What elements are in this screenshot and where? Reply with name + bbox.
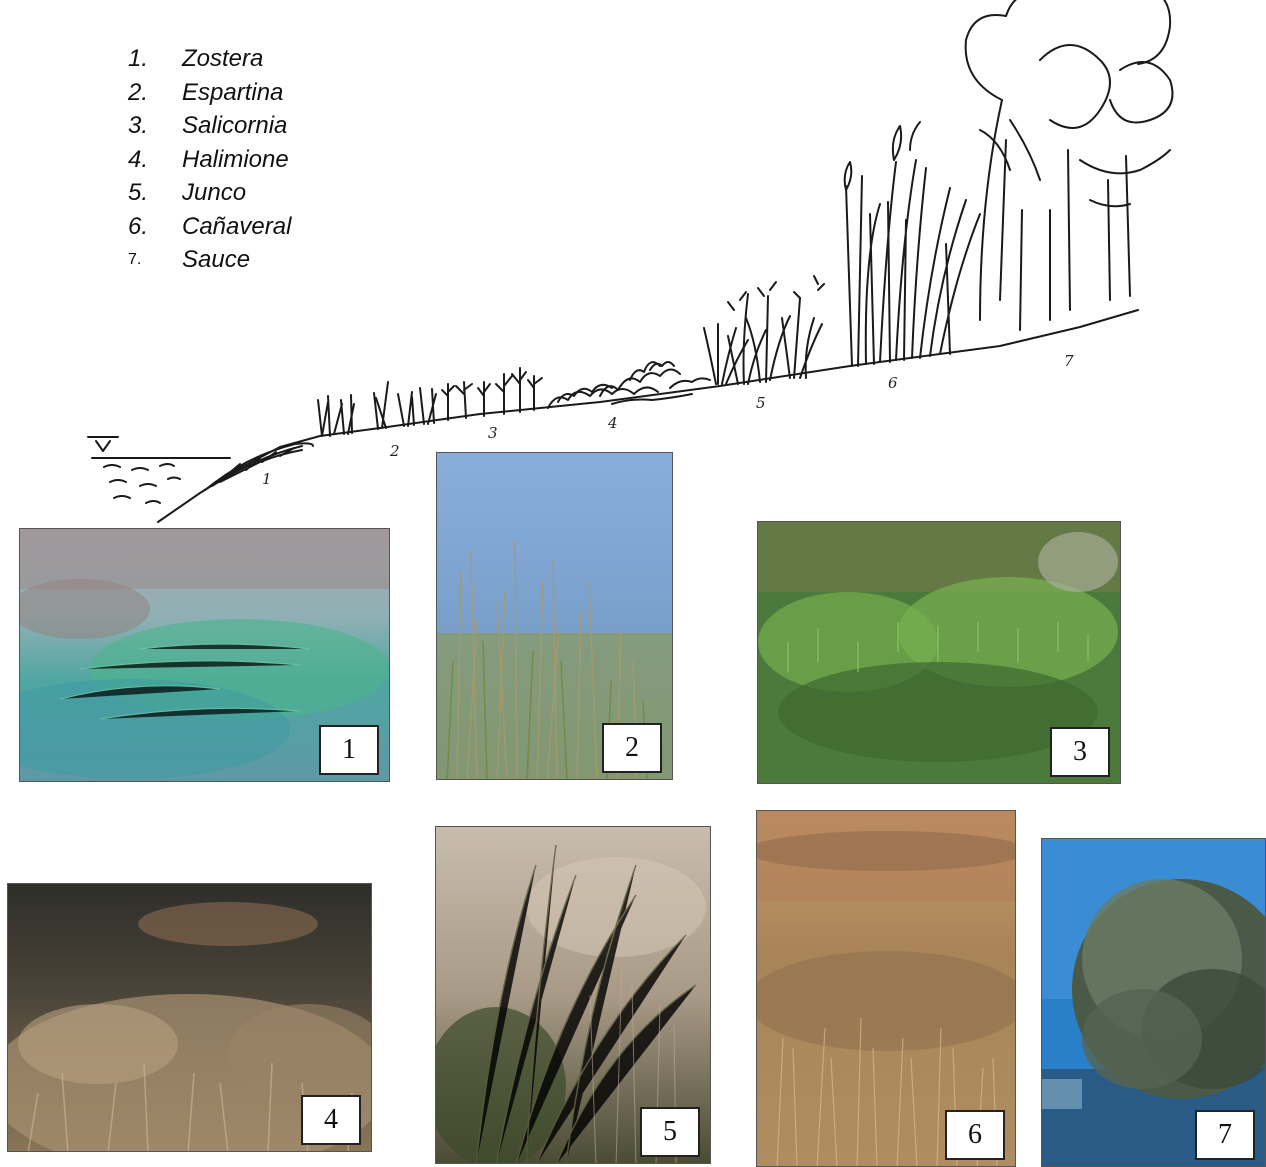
photo-number-label: 3 xyxy=(1050,727,1110,777)
photo-halimione: 4 xyxy=(7,883,372,1152)
sauce-sketch xyxy=(966,0,1173,330)
sketch-zone-label-6: 6 xyxy=(888,374,898,392)
halimione-sketch xyxy=(548,362,710,408)
sketch-zone-label-2: 2 xyxy=(389,442,400,460)
photo-number-label: 1 xyxy=(319,725,379,775)
sketch-zone-label-5: 5 xyxy=(756,394,766,412)
photo-sauce: 7 xyxy=(1041,838,1266,1167)
photo-espartina: 2 xyxy=(436,452,673,780)
photo-number-label: 6 xyxy=(945,1110,1005,1160)
photo-zostera: 1 xyxy=(19,528,390,782)
photo-canaveral: 6 xyxy=(756,810,1016,1167)
photo-salicornia: 3 xyxy=(757,521,1121,784)
junco-sketch xyxy=(704,276,824,384)
espartina-sketch xyxy=(318,382,436,436)
sketch-zone-label-3: 3 xyxy=(488,424,498,442)
photo-number-label: 4 xyxy=(301,1095,361,1145)
sketch-zone-label-7: 7 xyxy=(1064,352,1074,370)
zostera-sketch xyxy=(205,443,313,490)
vegetation-zonation-sketch: 1 2 3 4 5 6 7 xyxy=(0,0,1266,530)
water-level-icon xyxy=(88,437,230,503)
sketch-zone-label-4: 4 xyxy=(607,414,618,432)
photo-number-label: 7 xyxy=(1195,1110,1255,1160)
photo-number-label: 2 xyxy=(602,723,662,773)
photo-junco: 5 xyxy=(435,826,711,1164)
sketch-zone-label-1: 1 xyxy=(262,470,272,488)
canaveral-sketch xyxy=(845,122,980,366)
photo-number-label: 5 xyxy=(640,1107,700,1157)
